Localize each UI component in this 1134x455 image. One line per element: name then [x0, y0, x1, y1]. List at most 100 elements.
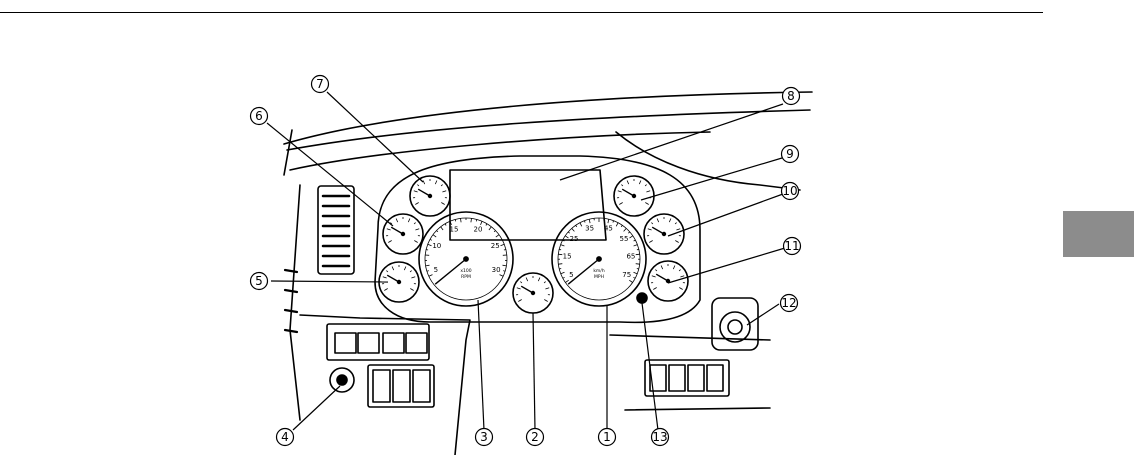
gauge-tick-mark [517, 288, 521, 289]
gauge-tick-mark [388, 241, 391, 243]
callout-4: 4 [277, 429, 294, 446]
gauge-tick-mark [621, 185, 623, 186]
speedometer-tick-label: 5 [569, 271, 573, 279]
callout-number: 12 [781, 296, 796, 310]
callout-number: 10 [782, 184, 797, 198]
gauge-tick-mark [657, 219, 659, 223]
left-upper-switch-panel [327, 324, 429, 360]
rocker-switch[interactable] [393, 370, 410, 402]
gauge-tick-mark [461, 218, 462, 222]
gauge-tick-mark [565, 236, 568, 238]
gauge-tick-mark [435, 181, 437, 185]
rocker-switch[interactable] [373, 370, 390, 402]
switch[interactable] [358, 333, 379, 353]
callout-1: 1 [599, 429, 616, 446]
left-air-vent [318, 186, 354, 274]
gauge-tick-mark [429, 275, 433, 277]
speedometer-tick-label: 45 [604, 224, 613, 232]
gauge-tick-mark [442, 191, 446, 192]
tachometer-tick-label: 20 [474, 225, 483, 233]
gauge-tick-mark [613, 221, 614, 223]
rocker-switch[interactable] [669, 365, 685, 391]
gauge-tick-mark [646, 191, 650, 192]
gauge-tick-mark [428, 244, 432, 245]
callout-number: 2 [531, 430, 539, 444]
leader-12 [747, 304, 779, 325]
gauge-hub [428, 194, 432, 198]
gauge-tick-mark [630, 236, 633, 238]
gauge-tick-mark [437, 231, 438, 232]
gauge-tick-mark [426, 250, 428, 251]
gauge-tick-mark [441, 185, 443, 186]
leader-7 [327, 92, 423, 182]
leader-4 [293, 386, 340, 430]
callout-5: 5 [251, 273, 268, 290]
switch[interactable] [383, 333, 404, 353]
callout-7: 7 [312, 76, 329, 93]
gauge-tick-mark [410, 289, 413, 291]
speedometer-tick-label: 75 [622, 271, 631, 279]
lower-dash-left [300, 315, 470, 455]
gauge-tick-mark [445, 224, 446, 226]
gauge-tick-mark [628, 232, 630, 233]
gauge-tick-mark [486, 224, 487, 226]
gauge-tick-mark [383, 277, 387, 278]
gauge-tick-mark [501, 244, 505, 245]
dash-left-edge [290, 185, 300, 420]
tachometer-tick-label: 25 [491, 242, 500, 250]
callout-number: 7 [316, 77, 324, 91]
gauge-tick-mark [648, 229, 652, 230]
gauge-tick-mark [576, 225, 577, 227]
gauge-tick-mark [568, 232, 570, 233]
leader-9 [641, 158, 782, 200]
headlight-switch[interactable] [720, 312, 750, 342]
leader-2 [533, 313, 535, 430]
gauge-tick-mark [503, 265, 507, 266]
gauge-tick-mark [441, 203, 444, 205]
callout-6: 6 [251, 108, 268, 125]
gauge-tick-mark [415, 229, 419, 230]
callout-number: 1 [603, 430, 611, 444]
gauge-tick-mark [387, 229, 391, 230]
callout-8: 8 [783, 88, 800, 105]
gauge-tick-mark [426, 265, 430, 266]
callout-2: 2 [527, 429, 544, 446]
gauge-tick-mark [518, 300, 521, 302]
gauge-tick-mark [675, 241, 678, 243]
switch[interactable] [335, 333, 356, 353]
tachometer-tick-label: 30 [492, 266, 501, 274]
gauge-tick-mark [384, 289, 387, 291]
gauge-tick-mark [526, 278, 528, 282]
gauge-hub [464, 257, 469, 262]
gauge-hub [662, 232, 666, 236]
callout-10: 10 [782, 183, 799, 200]
callout-number: 13 [652, 430, 667, 444]
dash-top-inner-line [287, 110, 810, 150]
switch[interactable] [406, 333, 427, 353]
gauge-tick-mark [584, 221, 585, 223]
gauge-tick-mark [680, 276, 684, 277]
rocker-switch[interactable] [413, 370, 430, 402]
gauge-tick-mark [386, 271, 388, 272]
gauge-tick-mark [636, 264, 640, 265]
tachometer-tick-label: 5 [434, 266, 438, 274]
gauge-tick-mark [621, 225, 622, 227]
speedometer-tick-label: 65 [626, 253, 635, 261]
gauge-tick-mark [651, 223, 653, 224]
gauge-hub [531, 291, 535, 295]
rocker-switch[interactable] [707, 365, 723, 391]
speedometer-tick-label: 55 [620, 235, 629, 243]
tachometer-tick-label: 10 [432, 242, 441, 250]
callout-11: 11 [784, 238, 801, 255]
gauge-tick-mark [489, 227, 492, 230]
rocker-switch[interactable] [688, 365, 704, 391]
gauge-tick-mark [608, 219, 609, 223]
gauge-tick-mark [633, 277, 635, 278]
gauge-tick-mark [653, 288, 656, 290]
callout-9: 9 [782, 146, 799, 163]
gauge-tick-mark [414, 191, 418, 192]
gauge-tick-mark [655, 270, 657, 271]
gauge-tick-mark [619, 203, 622, 205]
gauge-tick-mark [411, 277, 415, 278]
tachometer-tick-label: 15 [450, 225, 459, 233]
